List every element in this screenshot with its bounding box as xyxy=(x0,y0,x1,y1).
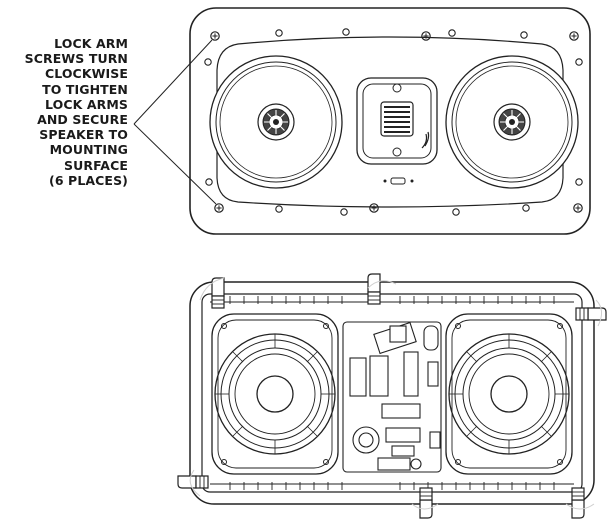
callout-line: SCREWS TURN xyxy=(24,51,128,67)
callout-line: (6 PLACES) xyxy=(49,172,128,188)
callout-line: SPEAKER TO xyxy=(39,127,128,143)
callout-line: MOUNTING xyxy=(49,142,128,158)
woofer-basket-right xyxy=(445,313,573,475)
crossover-board xyxy=(342,321,442,473)
callout-line: SURFACE xyxy=(64,157,128,173)
callout-line: LOCK ARM xyxy=(54,36,128,51)
lock-arm-callout-text: LOCK ARM SCREWS TURN CLOCKWISE TO TIGHTE… xyxy=(0,36,128,188)
woofer-basket-left xyxy=(211,313,339,475)
speaker-rear-view xyxy=(177,273,607,519)
callout-line: AND SECURE xyxy=(37,112,128,128)
front-bezel-inner xyxy=(216,36,564,208)
callout-leader-lines xyxy=(133,39,217,205)
woofer-left xyxy=(209,55,343,189)
tweeter-module xyxy=(356,77,438,165)
callout-line: CLOCKWISE xyxy=(44,66,128,82)
callout-line: TO TIGHTEN xyxy=(42,81,128,97)
rear-frame-inner xyxy=(201,293,583,493)
callout-line: LOCK ARMS xyxy=(45,96,128,112)
woofer-right xyxy=(445,55,579,189)
front-switch-marker xyxy=(383,177,414,185)
speaker-front-view xyxy=(189,7,591,235)
